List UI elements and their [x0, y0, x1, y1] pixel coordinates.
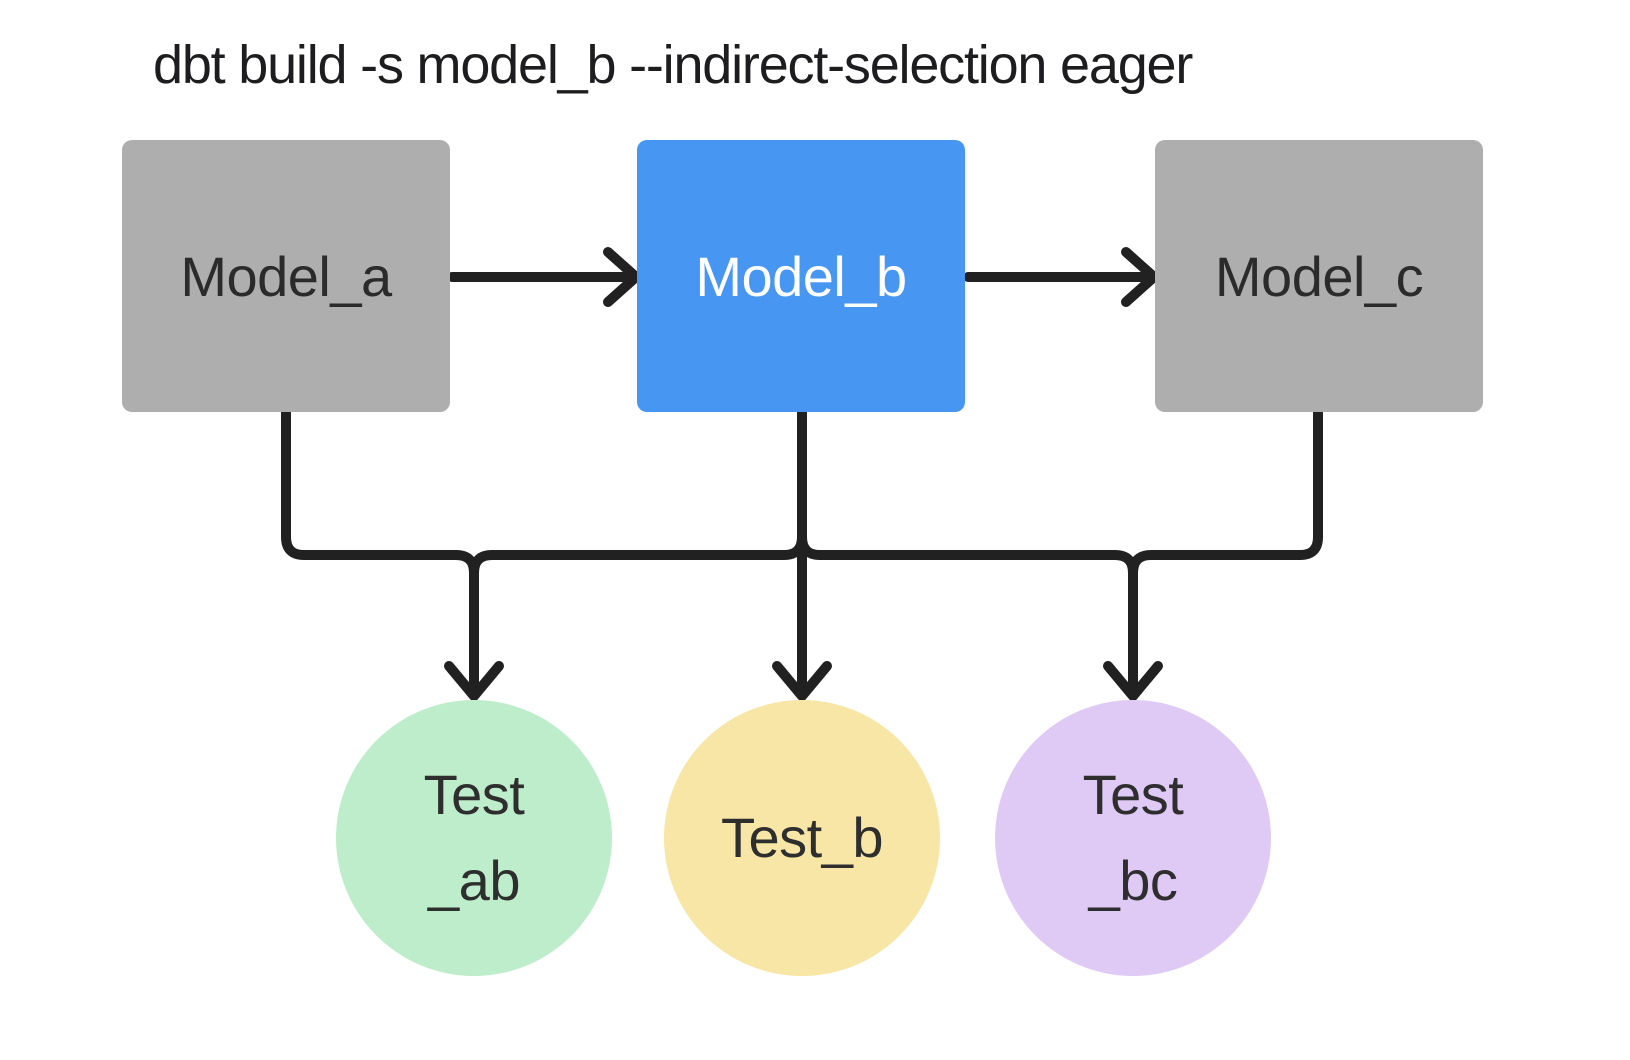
- arrowhead-model-b-icon: [603, 247, 641, 307]
- node-model-c: Model_c: [1155, 140, 1483, 412]
- node-model-c-label: Model_c: [1214, 244, 1424, 308]
- arrowhead-test-ab-icon: [444, 661, 504, 701]
- node-test-b: Test_b: [664, 700, 940, 976]
- edge-group: [281, 247, 1323, 701]
- edge-model-b-to-test-bc: [797, 407, 1138, 693]
- node-model-b: Model_b: [637, 140, 965, 412]
- edge-model-c-to-test-bc: [1128, 407, 1323, 578]
- edge-model-b-to-test-ab: [469, 407, 807, 578]
- node-test-ab-label-line-2: _ab: [428, 849, 520, 912]
- diagram-title: dbt build -s model_b --indirect-selectio…: [153, 35, 1193, 95]
- node-test-bc: Test _bc: [995, 700, 1271, 976]
- node-test-bc-label-line-2: _bc: [1088, 849, 1178, 912]
- node-test-b-label-line-1: Test_b: [721, 806, 884, 869]
- node-model-b-label: Model_b: [695, 244, 907, 308]
- edge-model-a-to-test-ab: [281, 407, 479, 693]
- arrowhead-test-b-icon: [772, 661, 832, 701]
- node-model-a-label: Model_a: [180, 244, 392, 308]
- node-model-a: Model_a: [122, 140, 450, 412]
- node-test-ab-label-line-1: Test: [423, 763, 525, 826]
- node-test-ab: Test _ab: [336, 700, 612, 976]
- arrowhead-test-bc-icon: [1103, 661, 1163, 701]
- node-test-bc-label-line-1: Test: [1082, 763, 1184, 826]
- arrowhead-model-c-icon: [1121, 247, 1159, 307]
